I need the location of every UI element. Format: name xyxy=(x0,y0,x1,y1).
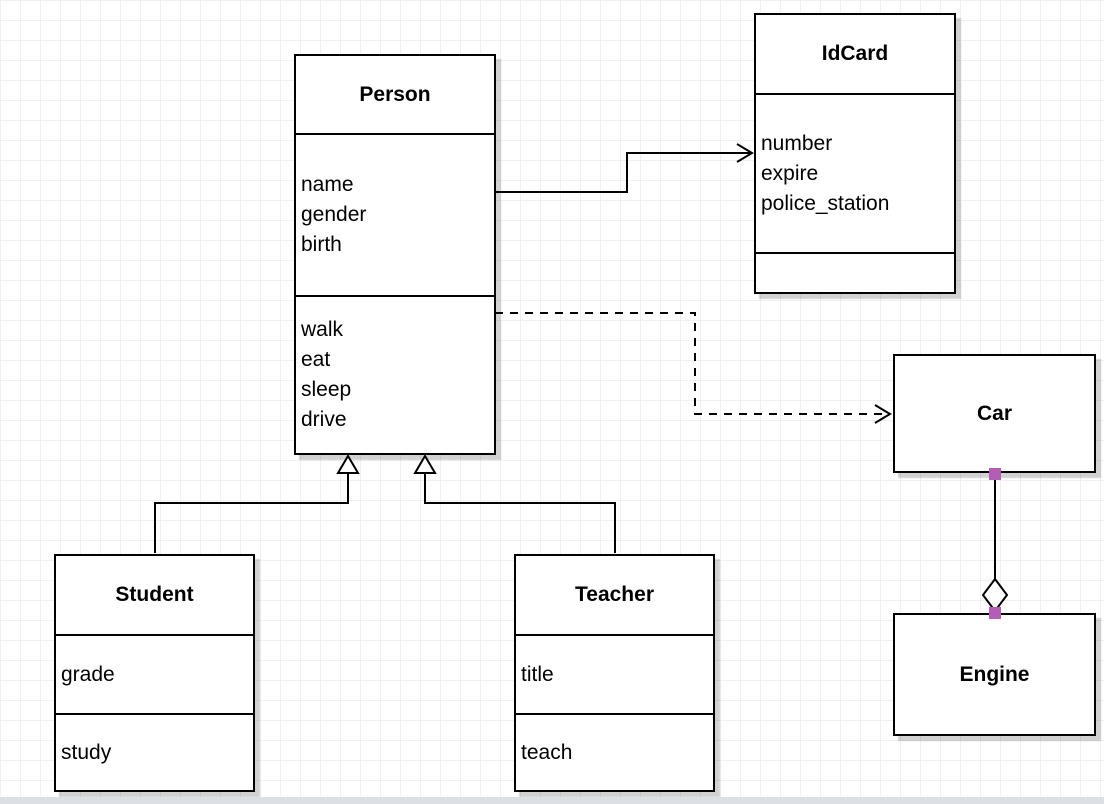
class-teacher[interactable]: Teacher title teach xyxy=(514,554,715,792)
attribute-label: number xyxy=(761,131,833,155)
attribute-label: expire xyxy=(761,161,819,185)
class-title: Teacher xyxy=(575,583,654,606)
generalization-student-person[interactable] xyxy=(154,454,360,553)
class-title: Person xyxy=(359,82,431,106)
class-title: IdCard xyxy=(821,42,889,65)
class-title: Car xyxy=(976,401,1013,425)
attribute-label: gender xyxy=(301,203,367,226)
class-title: Engine xyxy=(959,662,1030,686)
connection-handle[interactable] xyxy=(989,468,1001,480)
hollow-diamond-icon xyxy=(981,577,1009,613)
method-label: study xyxy=(61,740,112,764)
canvas-edge-bar xyxy=(0,797,1104,804)
method-label: sleep xyxy=(301,378,352,401)
class-title: Student xyxy=(115,583,194,606)
attributes-compartment: title xyxy=(516,634,713,713)
connection-handle[interactable] xyxy=(989,607,1001,619)
attributes-compartment: name gender birth xyxy=(296,133,494,295)
hollow-triangle-icon xyxy=(336,454,360,474)
method-label: drive xyxy=(301,408,347,431)
hollow-triangle-icon xyxy=(413,454,437,474)
class-car[interactable]: Car xyxy=(893,354,1096,473)
method-label: eat xyxy=(301,348,331,371)
attributes-compartment: number expire police_station xyxy=(756,93,954,252)
attributes-compartment: grade xyxy=(56,634,253,713)
attribute-label: birth xyxy=(301,233,342,256)
methods-compartment xyxy=(756,252,954,292)
attribute-label: title xyxy=(521,662,554,686)
open-arrow-icon xyxy=(874,404,892,424)
methods-compartment: teach xyxy=(516,713,713,790)
method-label: teach xyxy=(521,740,573,764)
open-arrow-icon xyxy=(736,143,754,163)
methods-compartment: study xyxy=(56,713,253,790)
dependency-person-car[interactable] xyxy=(495,312,892,424)
class-person[interactable]: Person name gender birth walk eat sleep … xyxy=(294,54,496,455)
attribute-label: name xyxy=(301,173,354,196)
generalization-teacher-person[interactable] xyxy=(413,454,616,553)
attribute-label: grade xyxy=(61,662,115,686)
association-person-idcard[interactable] xyxy=(495,143,754,193)
attribute-label: police_station xyxy=(761,191,890,215)
method-label: walk xyxy=(301,318,344,341)
aggregation-car-engine[interactable] xyxy=(981,468,1009,619)
methods-compartment: walk eat sleep drive xyxy=(296,295,494,453)
class-idcard[interactable]: IdCard number expire police_station xyxy=(754,13,956,294)
class-student[interactable]: Student grade study xyxy=(54,554,255,792)
